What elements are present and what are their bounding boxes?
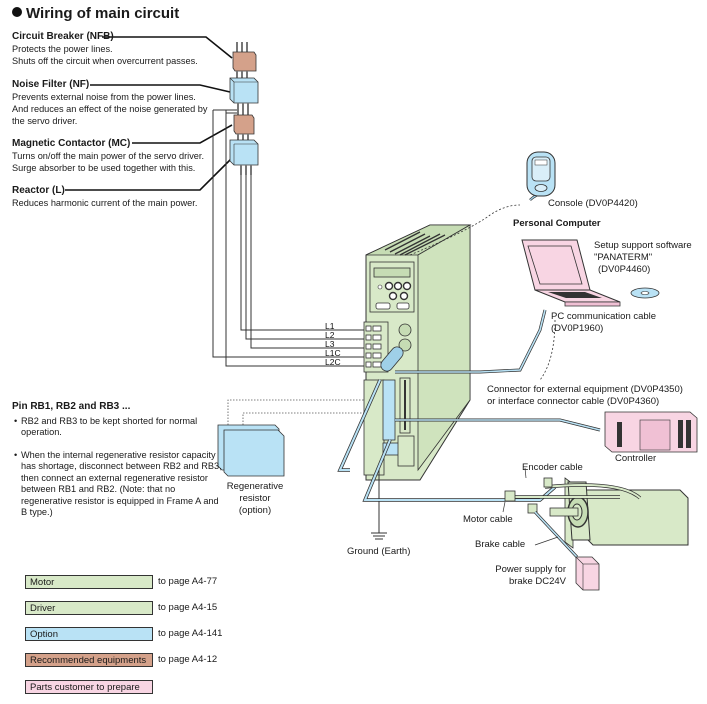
pc-cable-label: PC communication cable (DV0P1960) <box>551 311 656 335</box>
driver-cables <box>337 379 557 502</box>
ground-label: Ground (Earth) <box>347 546 411 557</box>
regen-line: Regenerative <box>226 481 284 492</box>
legend-page-link[interactable]: to page A4-77 <box>158 576 218 587</box>
legend-swatch-driver: Driver <box>25 601 153 615</box>
reactor-description: Reactor (L) Reduces harmonic current of … <box>12 184 197 209</box>
legend-page-link[interactable]: to page A4-12 <box>158 654 218 665</box>
pc-cable-line: (DV0P1960) <box>551 323 604 334</box>
page-title-text: Wiring of main circuit <box>26 5 180 22</box>
motor-cable-label: Motor cable <box>463 514 513 525</box>
motor-graphic <box>515 477 689 549</box>
console-graphic <box>526 151 556 197</box>
legend-swatch-recommended: Recommended equipments <box>25 653 153 667</box>
pin-note-heading: Pin RB1, RB2 and RB3 ... <box>12 401 131 412</box>
pin-note-bullet: RB2 and RB3 to be kept shorted for norma… <box>12 416 227 439</box>
leader-noise-filter <box>90 84 231 93</box>
cable-connectors <box>504 477 579 559</box>
connector-label: Connector for external equipment (DV0P43… <box>487 384 683 408</box>
noise-filter-heading: Noise Filter (NF) <box>12 79 90 90</box>
software-line: "PANATERM" <box>594 252 653 263</box>
regen-resistor-label: Regenerative resistor (option) <box>210 481 300 517</box>
encoder-cable-label: Encoder cable <box>522 462 583 473</box>
legend-page-link[interactable]: to page A4-141 <box>158 628 223 639</box>
leader-circuit-breaker <box>102 36 233 59</box>
terminal-label: L1 <box>325 321 335 331</box>
legend-swatch-customer: Parts customer to prepare <box>25 680 153 694</box>
reactor-heading: Reactor (L) <box>12 185 65 196</box>
regen-line: (option) <box>238 505 272 516</box>
magnetic-contactor-description: Magnetic Contactor (MC) Turns on/off the… <box>12 137 204 174</box>
software-line: Setup support software <box>594 240 692 251</box>
reactor <box>229 139 259 175</box>
terminal-label: L2 <box>325 330 335 340</box>
bullet-icon <box>12 7 22 17</box>
connector-line: Connector for external equipment (DV0P43… <box>487 384 683 395</box>
terminal-label: L2C <box>325 357 341 367</box>
leader-reactor <box>65 157 233 191</box>
brake-power-line: Power supply for <box>495 564 566 575</box>
connector-line: or interface connector cable (DV0P4360) <box>487 396 660 407</box>
console-label: Console (DV0P4420) <box>548 198 638 209</box>
pin-note: Pin RB1, RB2 and RB3 ... RB2 and RB3 to … <box>12 401 227 530</box>
brake-power-label: Power supply for brake DC24V <box>486 564 566 588</box>
noise-filter-description: Noise Filter (NF) Prevents external nois… <box>12 78 207 127</box>
description-line: And reduces an effect of the noise gener… <box>12 104 208 114</box>
brake-cable-label: Brake cable <box>475 539 526 550</box>
terminal-label: L1C <box>325 348 341 358</box>
description-line: Protects the power lines. <box>12 44 113 54</box>
legend-swatch-motor: Motor <box>25 575 153 589</box>
laptop-graphic <box>521 239 660 307</box>
circuit-breaker-description: Circuit Breaker (NFB) Protects the power… <box>12 30 198 67</box>
servo-driver <box>363 224 472 481</box>
description-line: the servo driver. <box>12 116 78 126</box>
description-line: Reduces harmonic current of the main pow… <box>12 198 198 208</box>
software-line: (DV0P4460) <box>598 264 651 275</box>
pc-cable-line: PC communication cable <box>551 311 657 322</box>
terminal-labels: L1 L2 L3 L1C L2C <box>325 321 341 367</box>
regen-line: resistor <box>239 493 271 504</box>
description-line: Surge absorber to be used together with … <box>12 163 196 173</box>
controller-label: Controller <box>615 453 657 464</box>
personal-computer-label: Personal Computer <box>513 218 601 229</box>
legend-swatch-option: Option <box>25 627 153 641</box>
description-line: Prevents external noise from the power l… <box>12 92 196 102</box>
controller-graphic <box>604 411 698 453</box>
circuit-breaker <box>232 42 257 78</box>
leader-magnetic-contactor <box>132 124 233 144</box>
noise-filter <box>229 77 259 115</box>
legend-page-link[interactable]: to page A4-15 <box>158 602 218 613</box>
label-leaders <box>502 467 559 546</box>
controller-cable <box>395 418 601 432</box>
regenerative-resistor-graphic <box>217 399 364 477</box>
magnetic-contactor-heading: Magnetic Contactor (MC) <box>12 138 131 149</box>
brake-power-graphic <box>575 556 600 591</box>
brake-power-line: brake DC24V <box>508 576 566 587</box>
pin-note-bullet: When the internal regenerative resistor … <box>12 450 227 519</box>
circuit-breaker-heading: Circuit Breaker (NFB) <box>12 31 114 42</box>
magnetic-contactor <box>233 114 255 140</box>
page-title: Wiring of main circuit <box>12 5 179 22</box>
description-line: Shuts off the circuit when overcurrent p… <box>12 56 198 66</box>
power-lines <box>212 109 372 367</box>
leader-lines <box>65 36 233 191</box>
description-line: Turns on/off the main power of the servo… <box>12 151 205 161</box>
terminal-label: L3 <box>325 339 335 349</box>
software-label: Setup support software "PANATERM" (DV0P4… <box>594 240 692 276</box>
